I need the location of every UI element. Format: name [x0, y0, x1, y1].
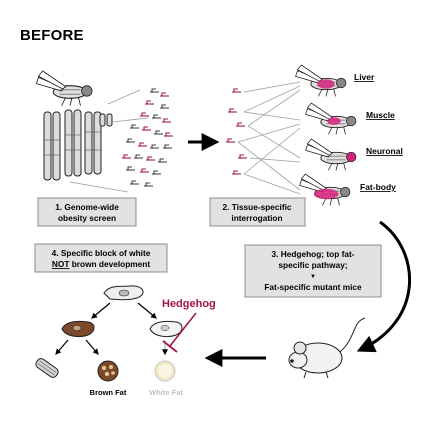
step2-line2: interrogation [231, 213, 282, 223]
muscle-fiber-icon [35, 358, 59, 378]
white-fat-label: White Fat [149, 388, 183, 397]
mouse-icon [288, 317, 366, 379]
brown-to-muscle-arrow [55, 339, 69, 355]
curved-arrow [356, 220, 411, 353]
brown-to-brownfat-arrow [85, 339, 99, 355]
page-heading: BEFORE [20, 27, 84, 44]
step1-line1: 1. Genome-wide [55, 202, 119, 212]
tissue-label-fatbody: Fat-body [360, 182, 396, 192]
step1-box: 1. Genome-wide obesity screen [37, 197, 137, 227]
neuronal-fly-icon [305, 138, 357, 171]
gene-cloud-screen [121, 88, 174, 187]
muscle-fly-icon [305, 102, 357, 135]
tissue-label-neuronal: Neuronal [366, 146, 403, 156]
progenitor-cell-icon [103, 285, 144, 301]
progenitor-to-brown-arrow [91, 302, 111, 319]
step4-line1: 4. Specific block of white [52, 248, 151, 258]
brown-fat-label: Brown Fat [90, 388, 127, 397]
brown-precursor-cell-icon [61, 320, 95, 338]
step2-line1: 2. Tissue-specific [222, 202, 291, 212]
gene-cloud-interrogation [225, 88, 248, 175]
step3-arrow: ▼ [310, 274, 316, 280]
liver-fly-icon [295, 64, 347, 97]
step3-line1: 3. Hedgehog; top fat- [272, 249, 355, 259]
hedgehog-inhibition-line [169, 312, 197, 347]
tissue-connector-lines [237, 81, 301, 195]
fly-icon [35, 70, 93, 107]
tissue-label-liver: Liver [354, 72, 375, 82]
white-fat-cell-icon [154, 360, 176, 382]
step3-line3: Fat-specific mutant mice [264, 282, 362, 292]
hedgehog-inhibition-bar [162, 340, 178, 353]
step3-line2: specific pathway; [278, 260, 347, 270]
tissue-label-muscle: Muscle [366, 110, 395, 120]
step4-box: 4. Specific block of white NOT brown dev… [34, 243, 168, 273]
progenitor-to-white-arrow [137, 302, 157, 319]
fatbody-fly-icon [299, 173, 351, 206]
white-precursor-cell-icon [149, 320, 183, 338]
step4-not-emphasis: NOT [52, 259, 70, 269]
step1-line2: obesity screen [58, 213, 116, 223]
step4-line2: NOT brown development [52, 259, 150, 269]
step2-box: 2. Tissue-specific interrogation [209, 197, 306, 227]
chromosomes-icon [43, 109, 113, 181]
step4-line2-rest: brown development [69, 259, 150, 269]
brown-fat-cell-icon [97, 360, 119, 382]
step3-box: 3. Hedgehog; top fat- specific pathway; … [244, 244, 382, 298]
hedgehog-label: Hedgehog [162, 298, 216, 310]
mapping-lines [69, 89, 149, 193]
